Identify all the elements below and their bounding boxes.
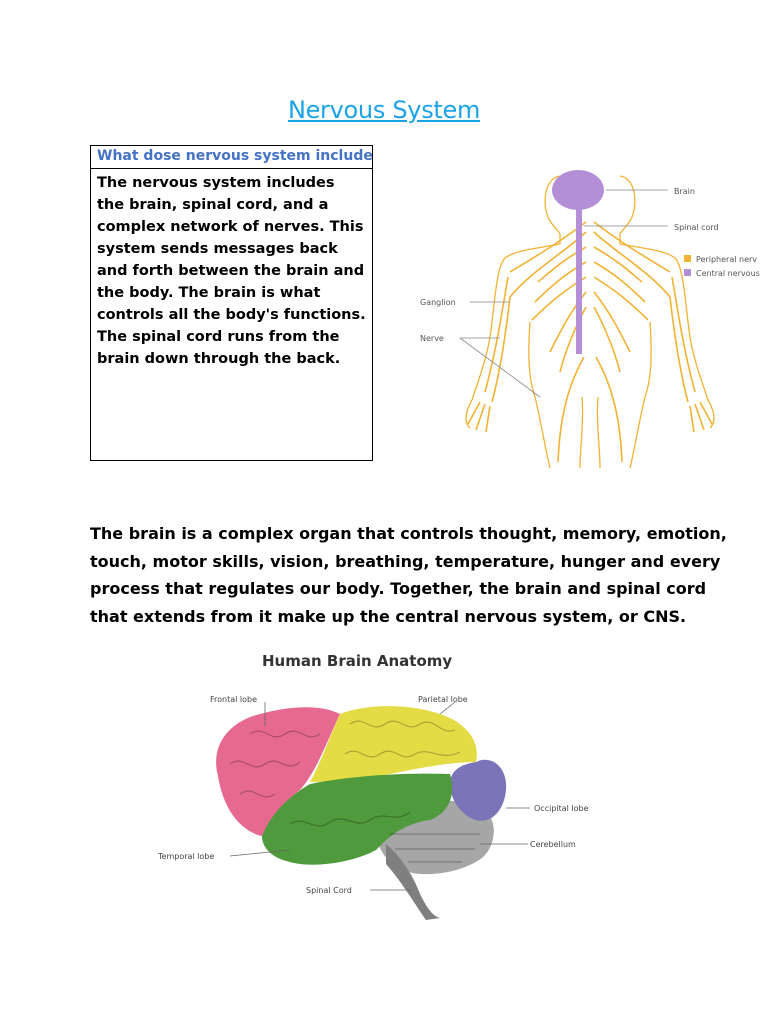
brain-figure-title: Human Brain Anatomy — [262, 652, 452, 670]
label-brain: Brain — [674, 187, 695, 196]
brain-anatomy-diagram: Human Brain Anatomy Frontal lobe Parieta… — [157, 652, 589, 920]
label-spinal-cord-brain: Spinal Cord — [306, 886, 352, 895]
brain-shape — [552, 170, 604, 210]
label-temporal-lobe: Temporal lobe — [157, 852, 214, 861]
label-frontal-lobe: Frontal lobe — [210, 695, 257, 704]
frontal-lobe-shape — [216, 707, 340, 836]
label-ganglion: Ganglion — [420, 298, 456, 307]
label-nerve: Nerve — [420, 334, 444, 343]
label-parietal-lobe: Parietal lobe — [418, 695, 468, 704]
legend-peripheral: Peripheral nerv — [696, 255, 757, 264]
label-occipital-lobe: Occipital lobe — [534, 804, 589, 813]
label-cerebellum: Cerebellum — [530, 840, 576, 849]
answer-text: The nervous system includes the brain, s… — [97, 175, 366, 367]
label-spinal-cord: Spinal cord — [674, 223, 719, 232]
page-title: Nervous System — [287, 96, 481, 124]
brainstem-shape — [386, 844, 440, 920]
legend-central-swatch — [684, 269, 691, 276]
legend-central: Central nervous — [696, 269, 760, 278]
question-heading: What dose nervous system include? — [91, 146, 372, 169]
legend-peripheral-swatch — [684, 255, 691, 262]
temporal-lobe-shape — [262, 773, 453, 865]
nervous-system-diagram: Brain Spinal cord Ganglion Nerve Periphe… — [420, 170, 760, 469]
brain-paragraph: The brain is a complex organ that contro… — [90, 524, 727, 626]
spinal-cord-shape — [576, 206, 582, 354]
question-box: What dose nervous system include? The ne… — [90, 145, 373, 461]
gyri-texture — [229, 720, 480, 863]
parietal-lobe-shape — [310, 706, 477, 782]
occipital-lobe-shape — [450, 759, 507, 821]
